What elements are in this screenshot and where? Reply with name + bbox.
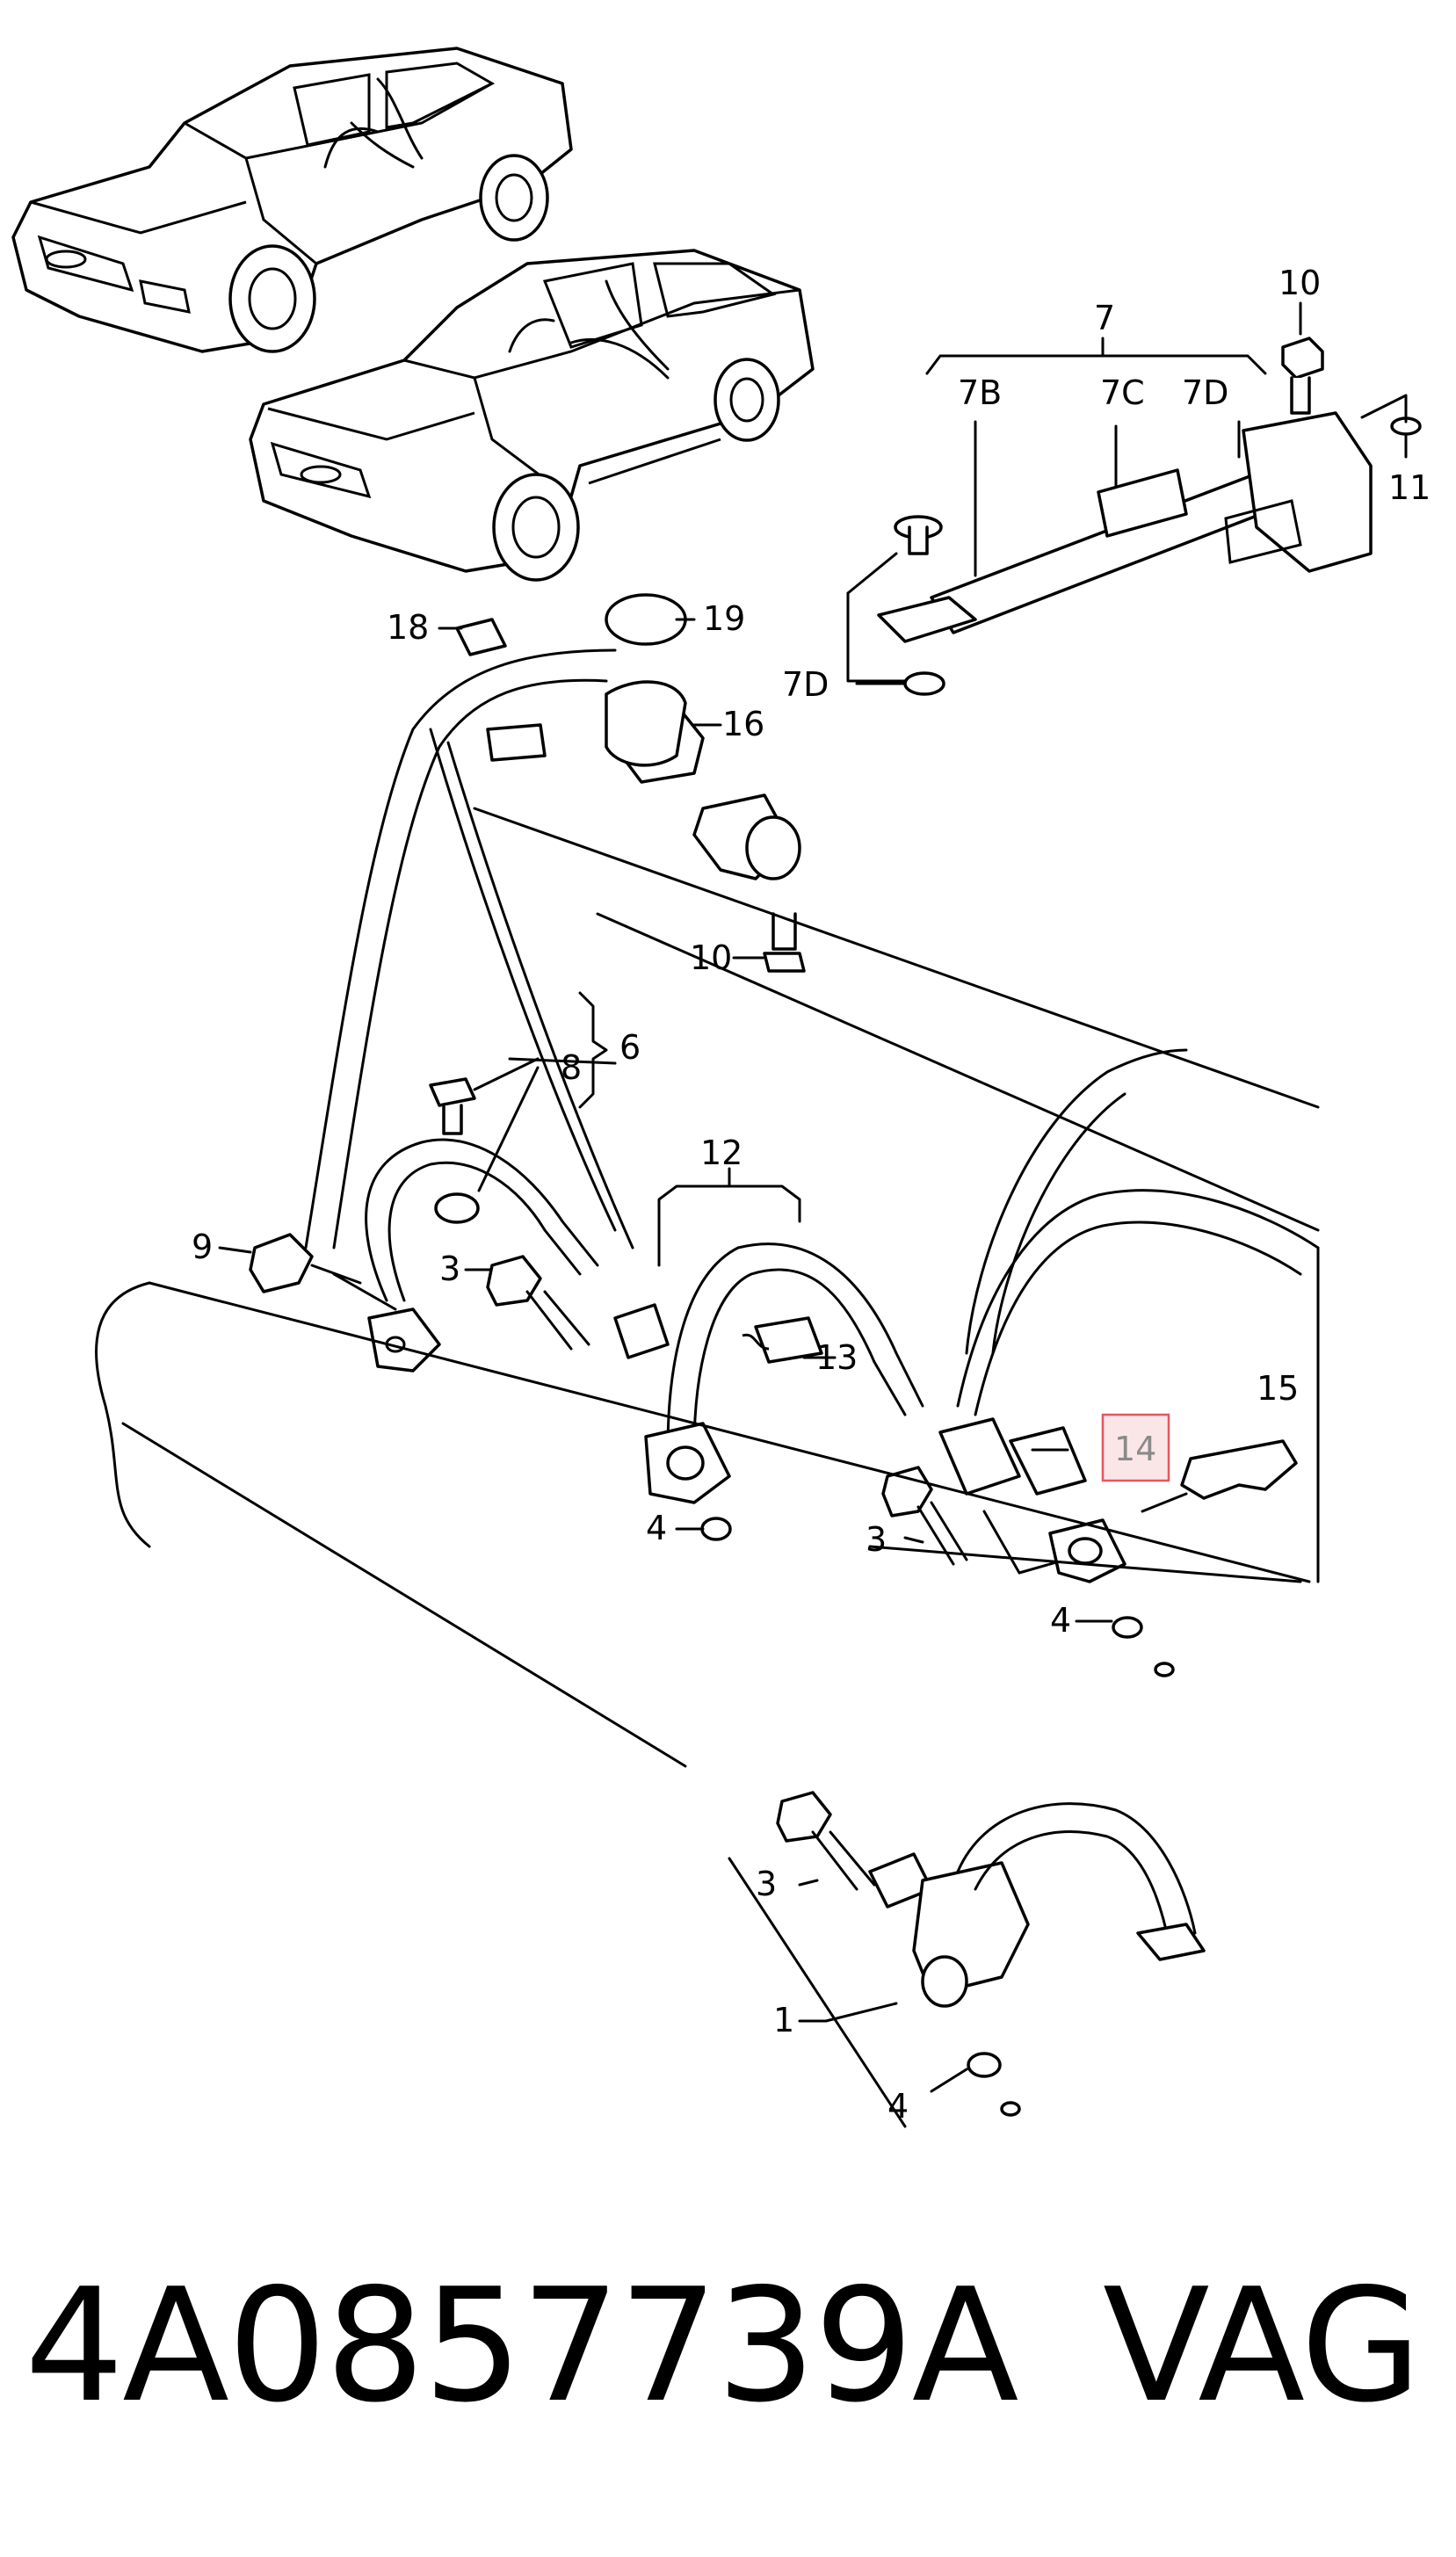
callout-7c: 7C — [1100, 373, 1145, 412]
callout-11: 11 — [1388, 468, 1431, 507]
callout-7: 7 — [1094, 299, 1115, 337]
callout-15: 15 — [1257, 1369, 1299, 1408]
callout-12: 12 — [700, 1134, 742, 1172]
callout-labels: 7 7B 7C 7D 7D 10 11 18 19 16 10 8 6 12 9… — [192, 264, 1431, 2126]
wagon-illustration — [249, 249, 815, 582]
callout-10-mid: 10 — [690, 938, 732, 977]
callout-13: 13 — [815, 1338, 858, 1377]
sedan-illustration — [11, 47, 573, 353]
callout-14[interactable]: 14 — [1114, 1430, 1156, 1468]
callout-4-right: 4 — [1050, 1601, 1071, 1640]
brand-caption: VAG — [1103, 2255, 1422, 2437]
callout-3-mid: 3 — [439, 1250, 460, 1288]
callout-leaders — [218, 618, 1113, 2093]
callout-16: 16 — [722, 705, 764, 743]
rear-belt-bracket-assembly — [846, 301, 1422, 696]
callout-7d-left: 7D — [782, 665, 829, 704]
callout-3-lower: 3 — [756, 1865, 777, 1903]
callout-18: 18 — [387, 608, 429, 647]
callout-10-top: 10 — [1279, 264, 1321, 302]
callout-7b: 7B — [958, 373, 1002, 412]
callout-4-mid: 4 — [646, 1509, 667, 1547]
callout-19: 19 — [703, 599, 745, 638]
callout-6: 6 — [619, 1028, 641, 1067]
callout-8: 8 — [561, 1048, 582, 1087]
front-seat-belt-assembly — [95, 593, 1320, 1768]
lower-belt-buckle-assembly — [728, 1791, 1206, 2128]
callout-9: 9 — [192, 1228, 213, 1266]
callout-7d-top: 7D — [1182, 373, 1228, 412]
callout-1: 1 — [773, 2001, 794, 2039]
callout-3-right: 3 — [866, 1520, 887, 1559]
callout-4-lower: 4 — [887, 2087, 909, 2126]
highlight-box-14 — [1101, 1413, 1170, 1482]
part-number-caption: 4A0857739A — [25, 2255, 1019, 2437]
